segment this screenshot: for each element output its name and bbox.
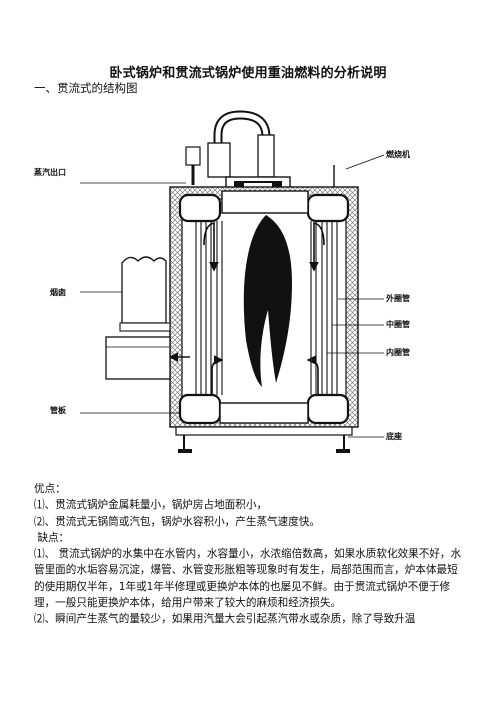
chimney bbox=[105, 256, 171, 380]
advantage-item: ⑵、贯流式无锅筒或汽包，锅炉水容积小，产生蒸气速度快。 bbox=[34, 515, 321, 528]
label-middle-tube: 中圈管 bbox=[386, 319, 410, 329]
label-outer-tube: 外圈管 bbox=[386, 293, 410, 303]
body-text: 优点： ⑴、贯流式锅炉金属耗量小，锅炉房占地面积小， ⑵、贯流式无锅筒或汽包，锅… bbox=[34, 481, 466, 628]
advantage-item: ⑴、贯流式锅炉金属耗量小，锅炉房占地面积小， bbox=[34, 499, 268, 512]
boiler-structure-diagram: 燃烧机 蒸汽出口 烟囱 外圈管 中圈管 内圈管 管板 底座 bbox=[34, 110, 410, 453]
flame-shape bbox=[243, 215, 292, 387]
disadvantage-item: ⑵、瞬间产生蒸气的量较少，如果用汽量大会引起蒸汽带水或杂质，除了导致升温 bbox=[34, 613, 416, 626]
label-base: 底座 bbox=[385, 431, 402, 441]
label-burner: 燃烧机 bbox=[386, 149, 410, 159]
label-chimney: 烟囱 bbox=[50, 287, 66, 297]
boiler-base bbox=[175, 426, 353, 453]
label-steam-outlet: 蒸汽出口 bbox=[34, 167, 66, 177]
label-inner-tube: 内圈管 bbox=[386, 347, 410, 357]
label-tube-plate: 管板 bbox=[50, 405, 67, 415]
water-tubes bbox=[195, 221, 338, 395]
section-heading: 一、贯流式的结构图 bbox=[34, 81, 138, 95]
leader-lines bbox=[80, 154, 385, 438]
flow-arrows bbox=[168, 222, 325, 395]
disadvantages-heading: 缺点： bbox=[34, 531, 70, 544]
disadvantage-item: ⑴、 贯流式锅炉的水集中在水管内，水容量小，水浓缩倍数高，如果水质软化效果不好，… bbox=[34, 548, 462, 610]
document-title: 卧式锅炉和贯流式锅炉使用重油燃料的分析说明 bbox=[109, 66, 387, 81]
advantages-heading: 优点： bbox=[34, 483, 66, 495]
